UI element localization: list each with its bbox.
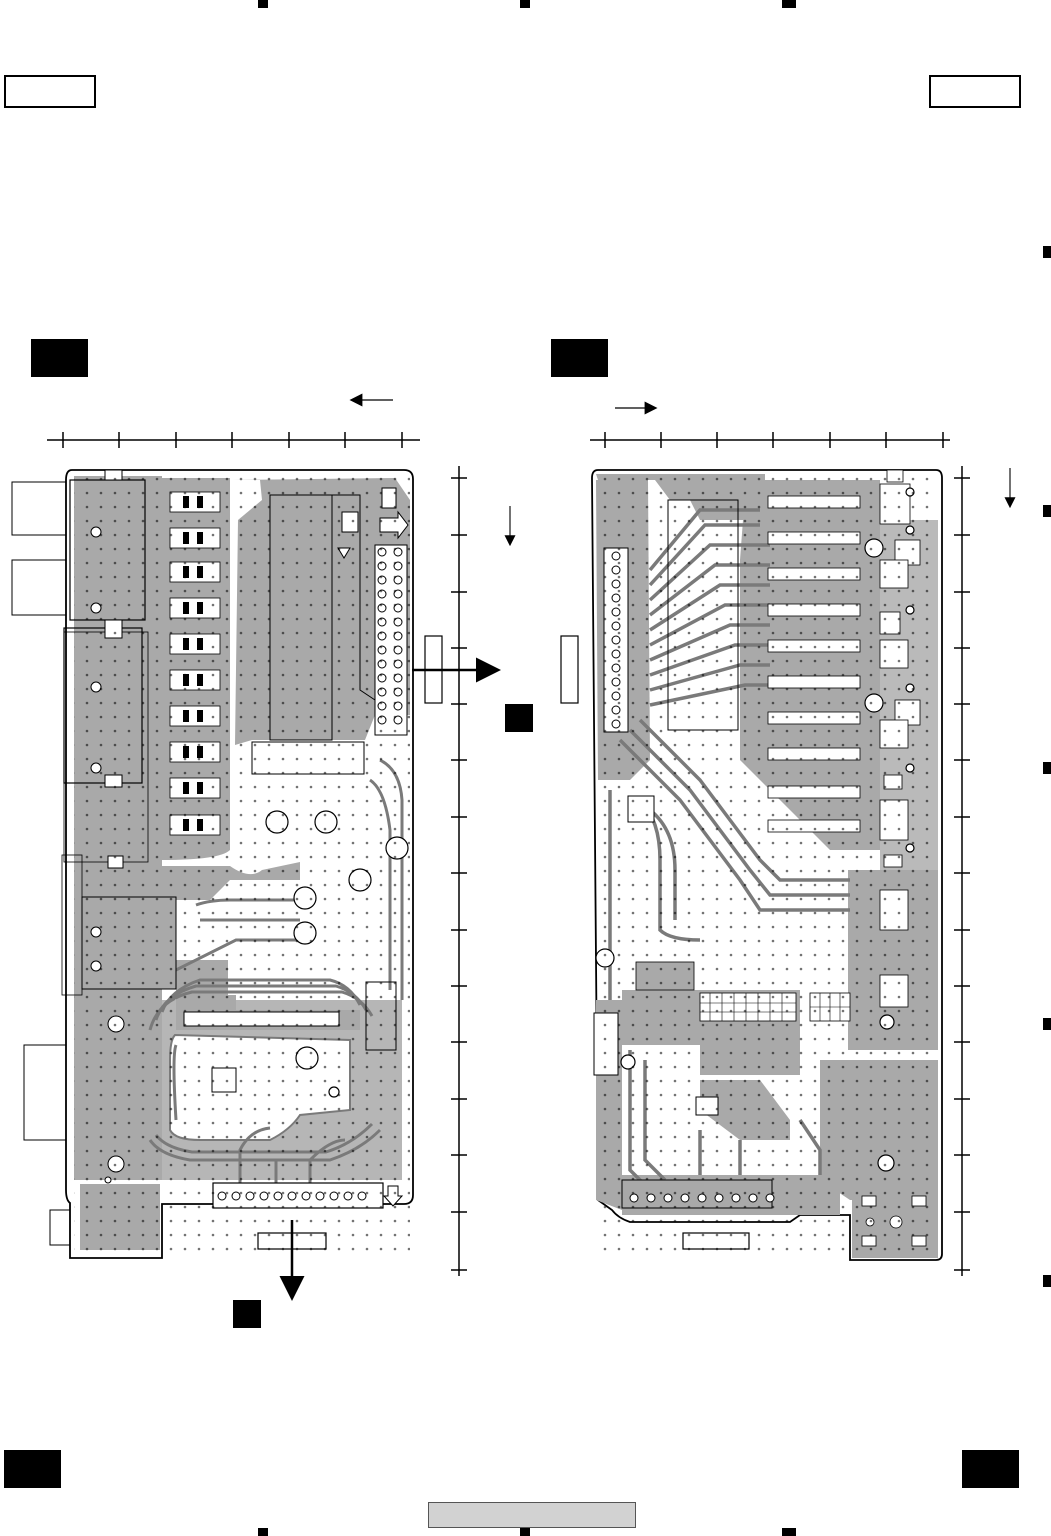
right-pcb-board	[561, 470, 942, 1260]
right-top-ruler	[590, 432, 950, 448]
left-pcb-board	[12, 470, 496, 1296]
left-top-ruler	[47, 432, 420, 448]
right-vertical-ruler	[954, 466, 970, 1276]
left-vertical-ruler	[451, 466, 467, 1276]
